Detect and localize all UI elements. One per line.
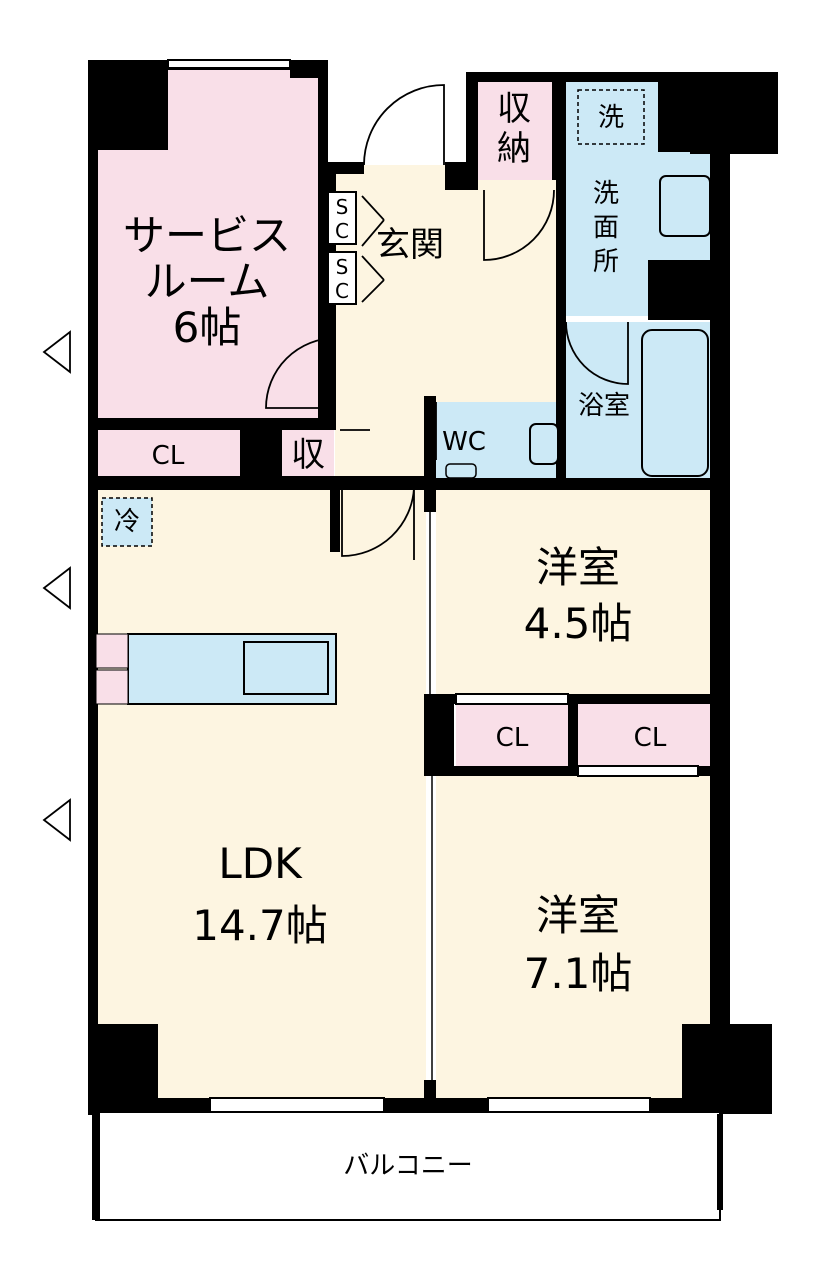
sliding-doors xyxy=(429,190,561,1080)
ldk-size: 14.7帖 xyxy=(192,901,328,950)
wash-basin xyxy=(659,175,711,237)
western2-floor xyxy=(436,776,720,1098)
storage-top-line2: 納 xyxy=(497,129,531,169)
fridge-box xyxy=(101,497,153,547)
washroom-line3: 所 xyxy=(593,247,619,277)
kitchen-side-upper xyxy=(95,633,129,669)
service-room-size: 6帖 xyxy=(173,303,242,352)
wc-sink xyxy=(445,463,477,479)
service-room-name: サービス xyxy=(123,211,291,260)
western1-size: 4.5帖 xyxy=(524,599,633,648)
storage-small-floor xyxy=(282,428,334,482)
windows xyxy=(167,59,699,1113)
fridge-label: 冷 xyxy=(114,507,140,537)
kitchen-sink xyxy=(243,641,329,695)
western2-size: 7.1帖 xyxy=(524,949,633,998)
service-closet-label: CL xyxy=(152,441,185,471)
ldk-name: LDK xyxy=(218,839,303,888)
washroom-line1: 洗 xyxy=(593,179,619,209)
service-room-name2: ルーム xyxy=(145,257,270,306)
service-closet-floor xyxy=(96,422,240,482)
entrance-floor xyxy=(362,175,462,315)
western-closet-right-floor xyxy=(578,704,720,768)
western1-name: 洋室 xyxy=(536,543,620,592)
balcony-area xyxy=(95,1111,721,1221)
shoe-cabinet-bottom xyxy=(327,251,357,305)
ldk-floor xyxy=(96,488,426,1098)
western1-floor xyxy=(436,490,720,694)
shoe-top-s: S xyxy=(336,195,349,219)
entrance-name: 玄関 xyxy=(376,225,444,265)
storage-top-line1: 収 xyxy=(497,89,531,129)
wc-name: WC xyxy=(442,427,486,457)
western-closet-left-label: CL xyxy=(496,723,529,753)
shoe-top-c: C xyxy=(335,219,349,243)
balcony-name: バルコニー xyxy=(343,1151,472,1181)
western-closet-left-floor xyxy=(456,704,568,768)
shoe-bottom-c: C xyxy=(335,279,349,303)
washer-box xyxy=(577,89,645,145)
storage-top-floor xyxy=(475,80,552,180)
western2-name: 洋室 xyxy=(536,891,620,940)
storage-small-name: 収 xyxy=(291,435,325,475)
western-closet-right-label: CL xyxy=(634,723,667,753)
shoe-bottom-s: S xyxy=(336,255,349,279)
shoe-cabinet-top xyxy=(327,191,357,245)
door-swings xyxy=(42,84,629,842)
service-room-floor-bay xyxy=(168,62,296,130)
bathroom-name: 浴室 xyxy=(578,391,630,421)
washroom-line2: 面 xyxy=(593,213,619,243)
bathtub xyxy=(641,329,709,477)
washer-label: 洗 xyxy=(598,103,624,133)
toilet xyxy=(529,423,559,465)
kitchen-side-lower xyxy=(95,669,129,705)
walls xyxy=(88,60,778,1115)
